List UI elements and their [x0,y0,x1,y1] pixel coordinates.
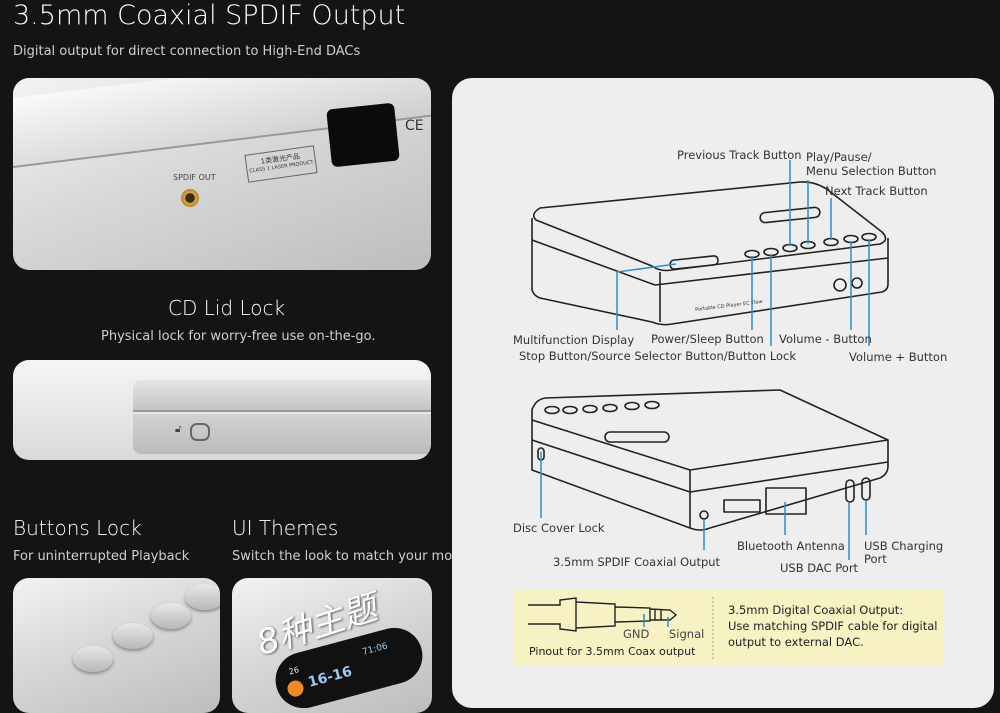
lid-lock-subtitle: Physical lock for worry-free use on-the-… [101,329,376,344]
pinout-caption: Pinout for 3.5mm Coax output [529,645,696,658]
label-disc-cover-lock: Disc Cover Lock [513,521,605,535]
label-multifunction-display: Multifunction Display [513,333,635,347]
label-stop-button: Stop Button/Source Selector Button/Butto… [519,349,797,363]
callout-lines [540,160,870,625]
device-bottom-outline [531,389,889,531]
label-play-pause: Play/Pause/ [806,150,872,164]
previous-button [151,603,191,629]
label-volume-down: Volume - Button [779,332,872,346]
lid-lock-title: CD Lid Lock [168,296,286,320]
spdif-jack [181,189,199,207]
ui-themes-subtitle: Switch the look to match your mood [232,549,469,564]
lock-slider [190,423,210,441]
page-subtitle: Digital output for direct connection to … [13,44,361,59]
power-button [73,646,113,672]
buttons-lock-subtitle: For uninterrupted Playback [13,549,190,564]
note-line-1: Use matching SPDIF cable for digital [728,619,938,633]
label-spdif-output: 3.5mm SPDIF Coaxial Output [553,555,721,569]
label-previous-track: Previous Track Button [677,148,802,162]
spdif-out-label: SPDIF OUT [173,173,216,182]
gnd-label: GND [623,627,650,641]
play-button [185,584,220,610]
lid-lock-photo: 🔓︎ [13,360,431,460]
stop-button [113,623,153,649]
label-usb-dac-port: USB DAC Port [780,561,859,575]
note-title: 3.5mm Digital Coaxial Output: [728,603,904,617]
buttons-photo [13,578,220,713]
label-usb-charging: USB Charging [864,539,944,553]
signal-label: Signal [669,627,705,641]
ui-themes-photo: 8种主题 26 16-16 71:06 [232,578,432,713]
spdif-port-photo: SPDIF OUT 1类激光产品 CLASS 1 LASER PRODUCT C… [13,78,431,270]
unlock-icon: 🔓︎ [175,424,182,435]
label-power-sleep: Power/Sleep Button [651,332,764,346]
ce-mark: CE [405,118,424,134]
page-title: 3.5mm Coaxial SPDIF Output [13,0,406,31]
label-bluetooth-antenna: Bluetooth Antenna [737,539,845,553]
label-usb-charging-port: Port [864,552,887,566]
note-line-2: output to external DAC. [728,635,864,649]
ui-themes-title: UI Themes [232,516,339,540]
buttons-lock-title: Buttons Lock [13,516,142,540]
label-volume-up: Volume + Button [849,350,948,364]
label-menu-selection: Menu Selection Button [806,164,937,178]
device-top-outline [532,181,887,272]
label-next-track: Next Track Button [825,184,928,198]
